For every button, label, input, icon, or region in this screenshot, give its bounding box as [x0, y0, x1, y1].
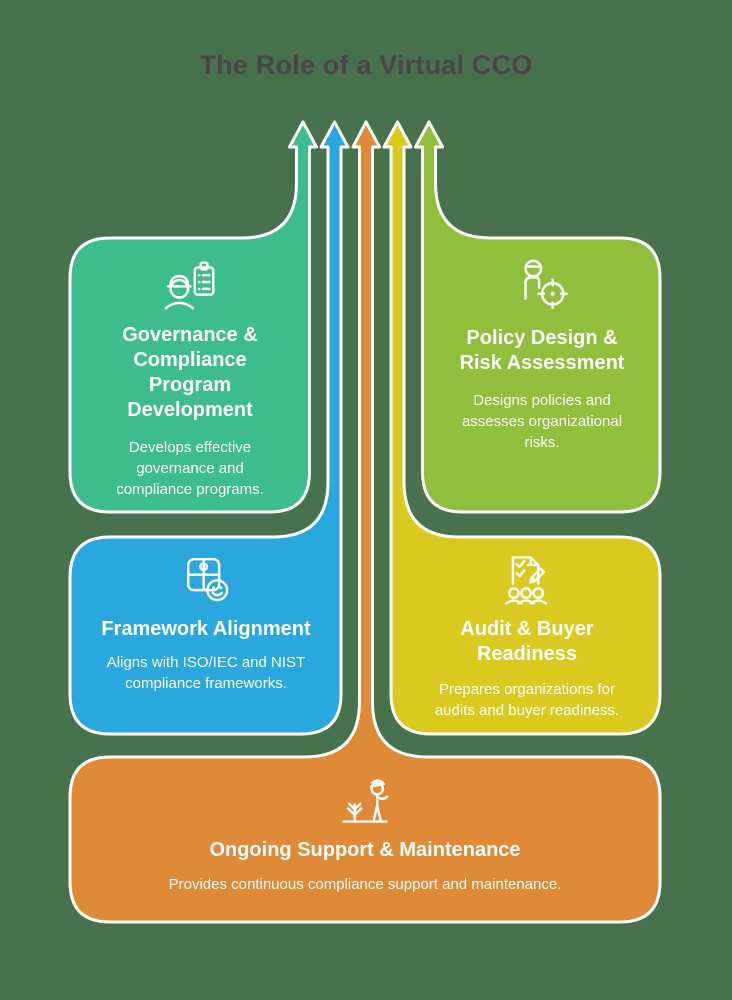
framework-card-shape	[68, 120, 350, 736]
audit-card: Audit & Buyer Readiness Prepares organiz…	[413, 549, 641, 721]
audit-card-title: Audit & Buyer Readiness	[460, 618, 594, 665]
support-card: Ongoing Support & Maintenance Provides c…	[80, 770, 650, 895]
policy-card-shape	[414, 120, 662, 514]
governance-card-shape	[68, 120, 318, 514]
support-card-description: Provides continuous compliance support a…	[168, 876, 562, 893]
governance-card-title: Governance & Compliance Program Developm…	[122, 324, 258, 421]
framework-card-title: Framework Alignment	[101, 618, 311, 640]
person-target-icon	[524, 259, 568, 310]
puzzle-smiley-icon	[186, 557, 229, 602]
governance-card: Governance & Compliance Program Developm…	[75, 253, 305, 500]
audit-card-description: Prepares organizations for audits and bu…	[434, 681, 620, 719]
gardener-plant-icon	[342, 779, 389, 823]
audit-people-icon	[505, 556, 547, 605]
framework-card: Framework Alignment Aligns with ISO/IEC …	[75, 547, 337, 694]
engineer-clipboard-icon	[164, 261, 215, 310]
support-card-shape	[68, 120, 662, 924]
audit-card-shape	[382, 120, 662, 736]
policy-card: Policy Design & Risk Assessment Designs …	[428, 256, 656, 453]
policy-card-description: Designs policies and assesses organizati…	[461, 392, 623, 451]
policy-card-title: Policy Design & Risk Assessment	[459, 327, 625, 374]
governance-card-description: Develops effective governance and compli…	[116, 439, 264, 498]
support-card-title: Ongoing Support & Maintenance	[209, 839, 521, 861]
page-title: The Role of a Virtual CCO	[199, 50, 533, 80]
framework-card-description: Aligns with ISO/IEC and NIST compliance …	[106, 654, 306, 692]
